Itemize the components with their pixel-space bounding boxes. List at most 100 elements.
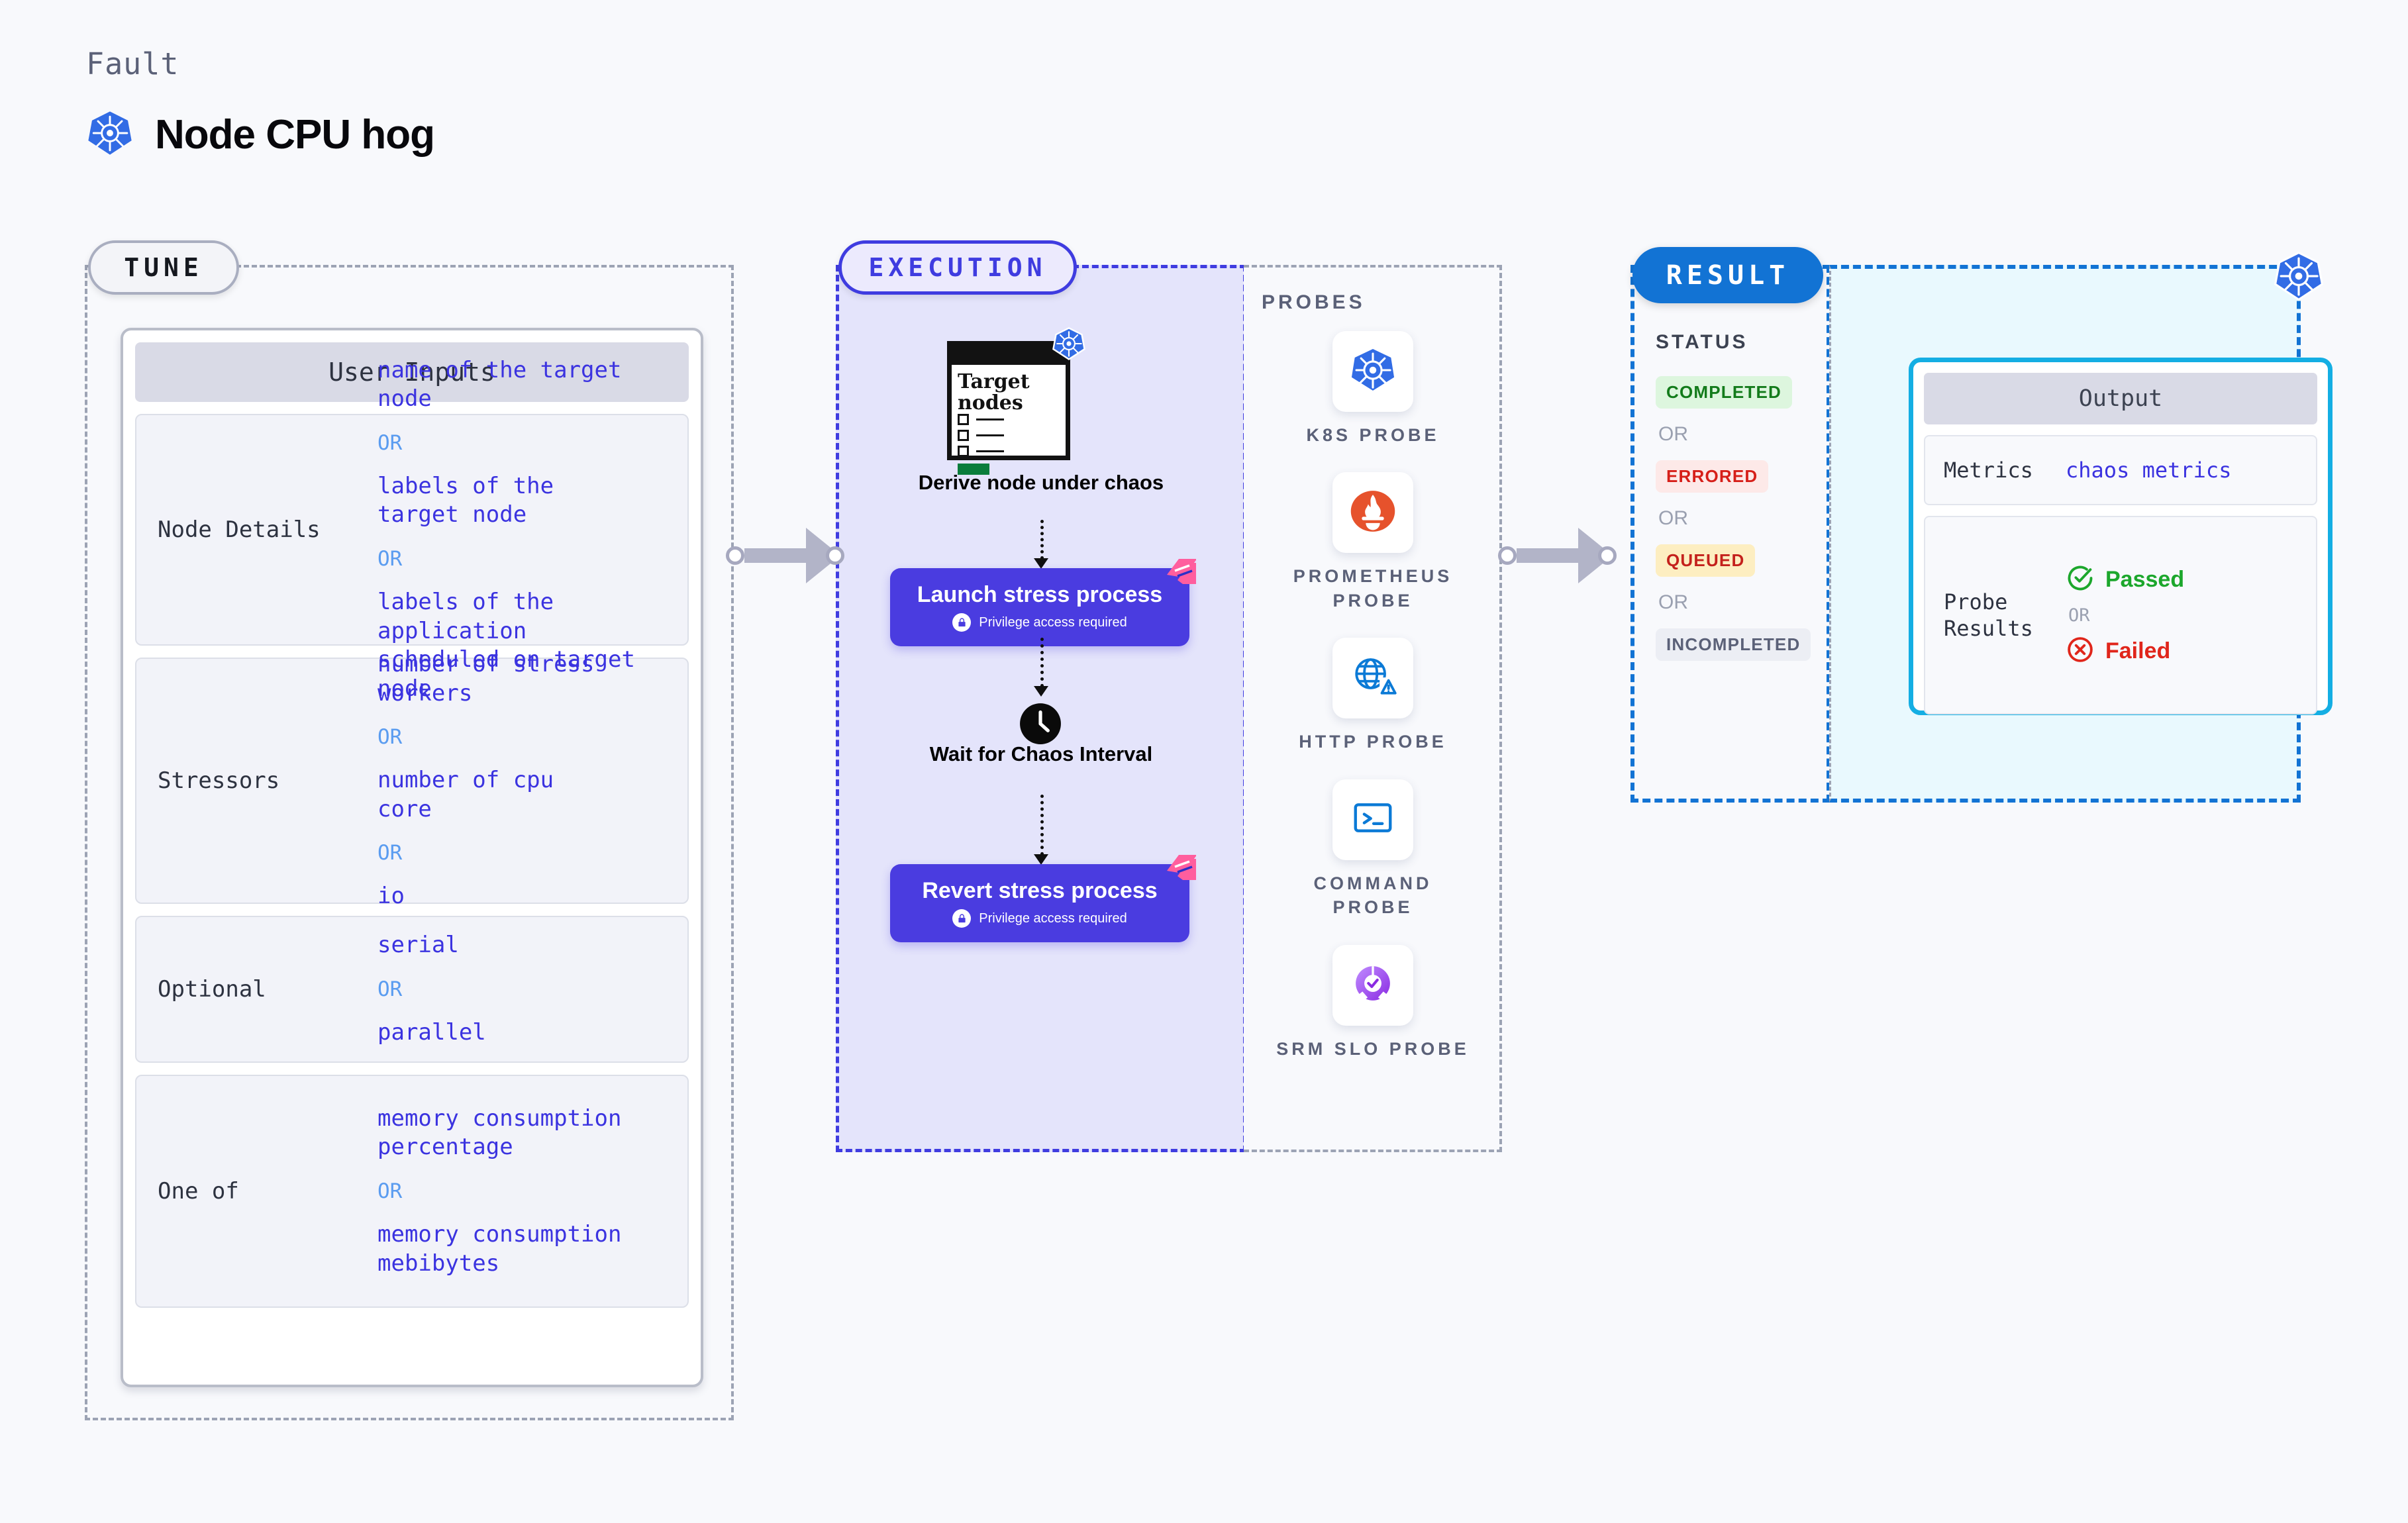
or-separator: OR xyxy=(377,977,403,1001)
row-label: Node Details xyxy=(158,516,321,543)
flow-connector xyxy=(1040,795,1044,856)
or-separator: OR xyxy=(377,1179,403,1203)
execution-tab-label[interactable]: EXECUTION xyxy=(838,240,1077,295)
or-separator: OR xyxy=(1658,423,1688,445)
probes-list: K8S PROBE PROMETHEUS PROBE xyxy=(1244,331,1502,1061)
user-inputs-title: User Inputs xyxy=(135,342,689,402)
probe-item-srm-slo[interactable]: SRM SLO PROBE xyxy=(1274,944,1472,1061)
step-caption-derive-node: Derive node under chaos xyxy=(918,471,1164,494)
page-title: Node CPU hog xyxy=(155,112,435,158)
input-row-node-details: Node Details name of the target node OR … xyxy=(135,357,689,702)
checkbox-icon xyxy=(958,414,969,425)
probe-label: HTTP PROBE xyxy=(1299,732,1447,752)
input-row-optional: Optional serial OR parallel xyxy=(135,916,689,1063)
lock-icon xyxy=(952,613,972,632)
row-values: serial OR parallel xyxy=(377,931,486,1047)
probe-results-values: Passed OR Failed xyxy=(2066,564,2184,667)
input-value: serial xyxy=(377,932,459,959)
status-label: STATUS xyxy=(1656,331,1748,353)
output-row-metrics: Metrics chaos metrics xyxy=(1924,435,2317,505)
terminal-icon xyxy=(1350,795,1396,844)
privilege-note: Privilege access required xyxy=(952,909,1127,928)
flow-connector xyxy=(1040,520,1044,560)
arrow-head-icon xyxy=(1034,558,1048,569)
tune-tab-label[interactable]: TUNE xyxy=(88,240,239,295)
probe-item-k8s[interactable]: K8S PROBE xyxy=(1274,331,1472,447)
input-value: memory consumption percentage xyxy=(377,1105,622,1161)
or-separator: OR xyxy=(377,841,403,865)
target-nodes-title: Target nodes xyxy=(958,370,1030,415)
or-separator: OR xyxy=(2068,605,2090,626)
status-badge-incompleted: INCOMPLETED xyxy=(1656,628,1811,661)
metrics-label: Metrics xyxy=(1944,458,2033,483)
prometheus-icon xyxy=(1348,486,1398,540)
or-separator: OR xyxy=(377,430,403,455)
row-values: number of stress workers OR number of cp… xyxy=(377,650,595,911)
x-circle-icon xyxy=(2066,635,2095,667)
list-item xyxy=(958,414,1004,425)
list-item xyxy=(958,430,1004,441)
kubernetes-icon xyxy=(86,109,134,160)
probe-item-http[interactable]: HTTP PROBE xyxy=(1274,638,1472,754)
input-row-one-of: One of memory consumption percentage OR … xyxy=(135,1075,689,1308)
connector-bar xyxy=(1517,548,1580,563)
probe-tile xyxy=(1332,944,1413,1026)
fault-title-row: Node CPU hog xyxy=(86,109,435,160)
step-revert-stress-process[interactable]: Revert stress process Privilege access r… xyxy=(890,855,1196,942)
privilege-note-text: Privilege access required xyxy=(979,614,1127,630)
input-row-stressors: Stressors number of stress workers OR nu… xyxy=(135,651,689,909)
input-value: parallel xyxy=(377,1019,486,1046)
clock-icon xyxy=(1019,702,1062,749)
check-circle-icon xyxy=(2066,564,2095,596)
input-value: labels of the application scheduled on t… xyxy=(377,589,635,702)
connector-bar xyxy=(744,548,807,563)
globe-warning-icon xyxy=(1349,653,1397,704)
card-titlebar xyxy=(947,341,1070,365)
input-value: labels of the target node xyxy=(377,472,554,528)
connector-end-dot xyxy=(826,546,844,565)
row-label: Stressors xyxy=(158,767,280,794)
harness-icon xyxy=(1163,854,1197,883)
output-card-title: Output xyxy=(1924,373,2317,424)
execution-flow: Target nodes xyxy=(836,265,1246,1152)
input-value: name of the target node xyxy=(377,356,622,413)
probe-item-prometheus[interactable]: PROMETHEUS PROBE xyxy=(1274,472,1472,613)
or-separator: OR xyxy=(377,725,403,750)
arrow-head-icon xyxy=(1034,686,1048,697)
output-card: Output Metrics chaos metrics Probe Resul… xyxy=(1909,358,2333,715)
probe-tile xyxy=(1332,331,1413,412)
arrow-head-icon xyxy=(1034,854,1048,865)
input-value: number of stress workers xyxy=(377,651,595,707)
connector-start-dot xyxy=(726,546,744,565)
progress-bar xyxy=(958,464,989,475)
connector-tune-to-execution xyxy=(726,528,844,583)
flow-connector xyxy=(1040,638,1044,687)
slo-donut-icon xyxy=(1349,959,1397,1010)
step-title: Revert stress process xyxy=(922,877,1158,903)
status-column: STATUS COMPLETED OR ERRORED OR QUEUED OR… xyxy=(1656,331,1828,661)
probe-tile xyxy=(1332,638,1413,719)
step-caption-wait-chaos: Wait for Chaos Interval xyxy=(929,742,1153,765)
harness-icon xyxy=(1163,558,1197,587)
probe-item-command[interactable]: COMMAND PROBE xyxy=(1274,779,1472,920)
step-launch-stress-process[interactable]: Launch stress process Privilege access r… xyxy=(890,559,1196,646)
or-separator: OR xyxy=(1658,507,1688,529)
probe-results-label: Probe Results xyxy=(1944,589,2033,641)
result-tab-label[interactable]: RESULT xyxy=(1632,247,1823,303)
input-value: number of cpu core xyxy=(377,767,554,822)
or-separator: OR xyxy=(377,547,403,571)
or-separator: OR xyxy=(1658,591,1688,613)
target-nodes-list xyxy=(958,414,1004,457)
probe-label: SRM SLO PROBE xyxy=(1276,1038,1470,1059)
status-badge-completed: COMPLETED xyxy=(1656,376,1793,409)
row-label: One of xyxy=(158,1178,239,1204)
kubernetes-icon xyxy=(2273,250,2325,302)
probe-label: COMMAND PROBE xyxy=(1313,873,1432,918)
connector-execution-to-result xyxy=(1498,528,1617,583)
output-row-probe-results: Probe Results Passed OR xyxy=(1924,516,2317,714)
kubernetes-icon xyxy=(1348,345,1398,399)
line-placeholder xyxy=(976,450,1004,452)
target-nodes-card: Target nodes xyxy=(947,327,1085,475)
input-value: memory consumption mebibytes xyxy=(377,1221,622,1277)
